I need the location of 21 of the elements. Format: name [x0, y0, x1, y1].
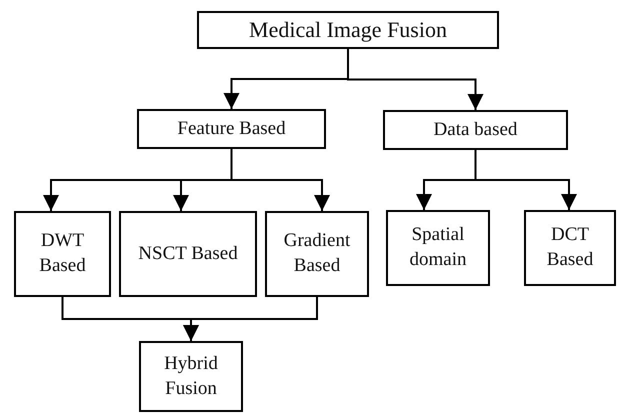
box-label: Hybrid Fusion — [163, 352, 219, 400]
box-label: NSCT Based — [137, 242, 239, 266]
process-box — [14, 211, 111, 297]
box-label: Gradient Based — [282, 229, 352, 278]
arrow — [183, 297, 318, 341]
process-box — [139, 341, 243, 412]
box-label: DCT Based — [546, 223, 594, 272]
process-box — [197, 11, 499, 49]
process-box — [524, 210, 616, 286]
box-label: Medical Image Fusion — [248, 16, 448, 44]
process-box — [265, 211, 369, 297]
box-label: DWT Based — [38, 229, 87, 278]
process-box — [137, 109, 326, 149]
box-label: Data based — [432, 118, 518, 142]
arrow — [230, 149, 330, 211]
process-box — [386, 210, 490, 286]
process-box — [383, 110, 568, 150]
arrow — [347, 49, 484, 110]
box-label: Feature Based — [176, 116, 287, 141]
box-label: Spatial domain — [408, 223, 468, 272]
process-box — [119, 211, 257, 297]
